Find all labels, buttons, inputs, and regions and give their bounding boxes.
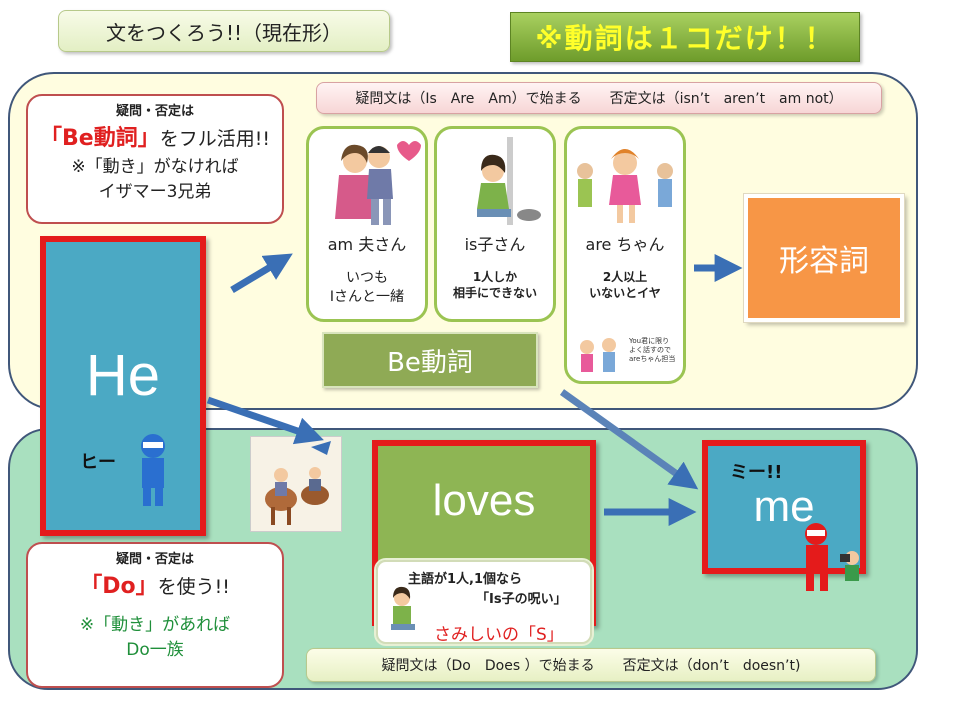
do-question-negative-bar: 疑問文は（Do Does ）で始まる 否定文は（don’t doesn’t) (306, 648, 876, 682)
s-note-line2: 「Is子の呪い」 (476, 592, 567, 607)
be-note-red: 「Be動詞」 (40, 125, 160, 151)
card-am-name: am 夫さん (327, 235, 407, 254)
red-ninja-icon (805, 523, 859, 591)
are-group-illustration (577, 149, 673, 223)
card-am-note: いつも Iさんと一緒 (309, 269, 425, 307)
be-note-line4: イザマー3兄弟 (98, 182, 212, 202)
do-note-line1: 疑問・否定は (115, 552, 194, 567)
be-note-line3: ※「動き」がなければ (71, 156, 239, 177)
title-tag: 文をつくろう!!（現在形） (58, 10, 390, 52)
are-mini3: areちゃん担当 (629, 355, 676, 364)
s-note-line1: 主語が1人,1個なら (408, 572, 523, 587)
are-mini2: よく話すので (629, 346, 671, 355)
be-verb-note: 疑問・否定は 「Be動詞」をフル活用!! ※「動き」がなければ イザマー3兄弟 (26, 94, 284, 224)
card-are: are ちゃん 2人以上 いないとイヤ You君に限り よく話すので areちゃ… (564, 126, 686, 384)
be-note-line1: 疑問・否定は (115, 104, 194, 119)
do-verb-note: 疑問・否定は 「Do」を使う!! ※「動き」があれば Do一族 (26, 542, 284, 688)
be-note-after: をフル活用!! (159, 127, 270, 150)
third-person-s-note: 主語が1人,1個なら 「Is子の呪い」 さみしいの「S」 (374, 558, 594, 646)
me-callout: ミー!! (730, 462, 783, 483)
am-couple-illustration (335, 141, 421, 225)
card-are-note: 2人以上 いないとイヤ (567, 269, 683, 301)
adjective-box: 形容詞 (743, 193, 905, 323)
card-is-note2: 相手にできない (452, 286, 537, 301)
card-am-note1: いつも (346, 270, 388, 286)
ninja-icon (141, 434, 165, 506)
card-are-note1: 2人以上 (602, 270, 648, 284)
be-question-negative-bar: 疑問文は（Is Are Am）で始まる 否定文は（isn’t aren’t am… (316, 82, 882, 114)
are-you-illustration (580, 338, 616, 372)
s-note-line3: さみしいの「S」 (434, 625, 564, 645)
do-note-after: を使う!! (157, 575, 230, 598)
do-note-line4: Do一族 (126, 640, 184, 660)
card-is-name: is子さん (464, 235, 526, 254)
are-mini-note: You君に限り よく話すので areちゃん担当 (629, 337, 675, 364)
are-mini1: You君に限り (629, 337, 670, 345)
be-note-line2: 「Be動詞」をフル活用!! (28, 122, 282, 155)
card-are-name: are ちゃん (585, 235, 665, 254)
horse-riders-illustration (250, 436, 342, 532)
horse-riders-icon (251, 437, 341, 531)
card-am-note2: Iさんと一緒 (329, 288, 405, 305)
card-is-note1: 1人しか (472, 270, 518, 284)
do-note-red: 「Do」 (80, 573, 158, 599)
he-word: He (85, 343, 161, 408)
is-girl-mini-icon (391, 586, 415, 630)
card-is-note: 1人しか 相手にできない (437, 269, 553, 301)
do-note-line2: 「Do」を使う!! (28, 570, 282, 603)
card-is: is子さん 1人しか 相手にできない (434, 126, 556, 322)
me-object-block: ミー!! me (702, 440, 866, 574)
he-callout: ヒー (80, 452, 116, 473)
he-subject-block: He ヒー (40, 236, 206, 536)
card-am: am 夫さん いつも Iさんと一緒 (306, 126, 428, 322)
rule-tag: ※動詞は１コだけ！！ (510, 12, 860, 62)
card-are-note2: いないとイヤ (589, 286, 661, 301)
do-note-line3: ※「動き」があれば (79, 614, 231, 635)
is-girl-illustration (477, 137, 541, 225)
me-word: me (753, 482, 815, 531)
be-verb-label: Be動詞 (322, 332, 538, 388)
loves-word: loves (432, 476, 536, 525)
